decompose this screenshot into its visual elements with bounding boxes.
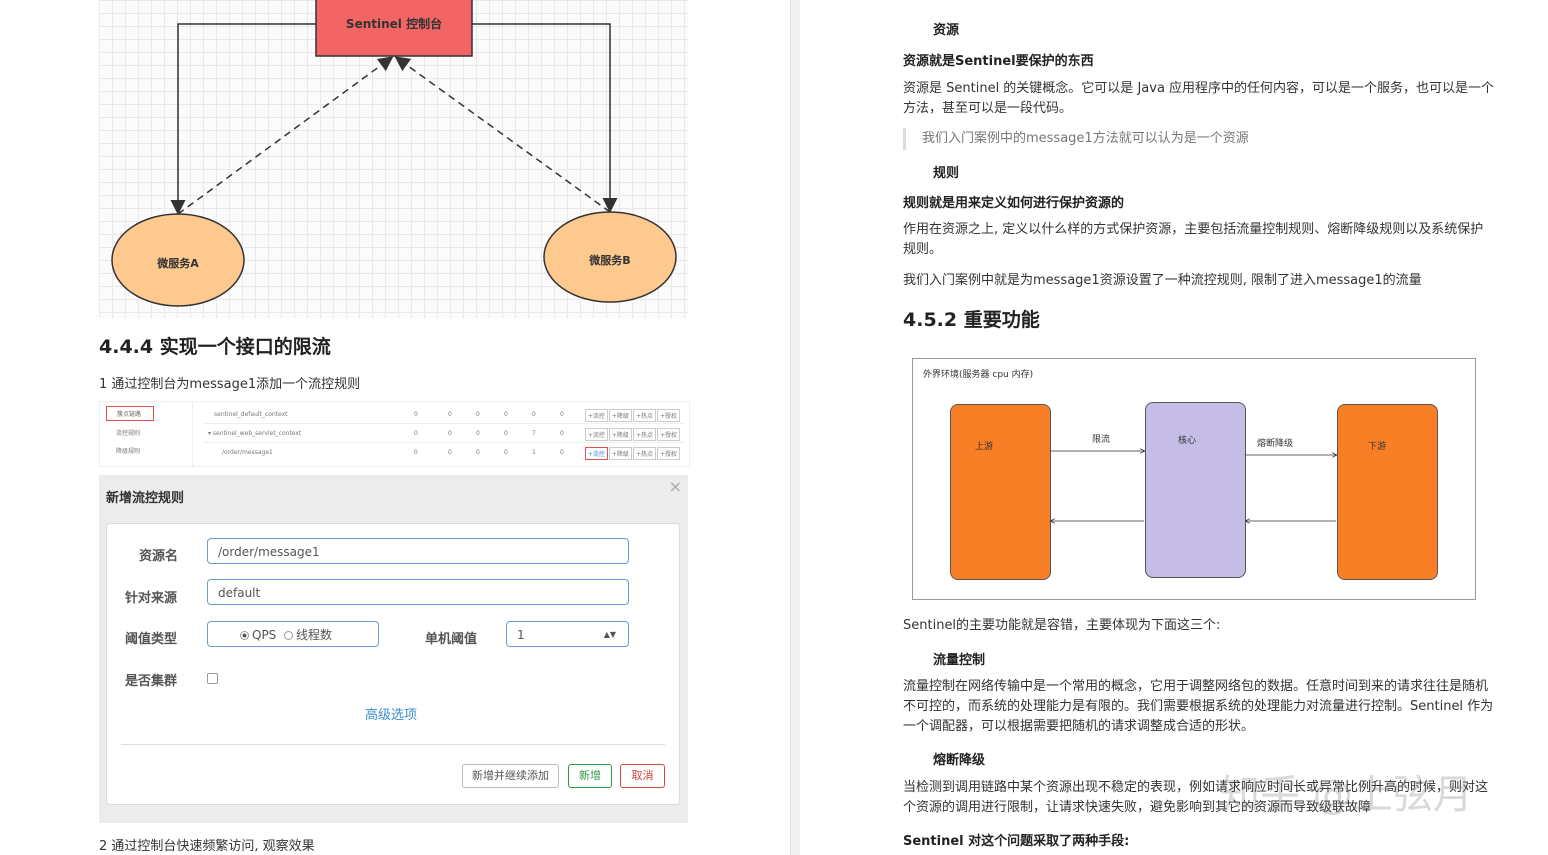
circuit-line1: 当检测到调用链路中某个资源出现不稳定的表现，例如请求响应时间长或异常比例升高的时… <box>903 780 1489 795</box>
rule-desc-line1: 作用在资源之上, 定义以什么样的方式保护资源，主要包括流量控制规则、熔断降级规则… <box>903 222 1484 237</box>
flow-rule-button[interactable]: +流控 <box>584 409 608 422</box>
divider <box>121 744 665 745</box>
auth-button[interactable]: +授权 <box>656 447 680 460</box>
degrade-label: 熔断降级 <box>1257 439 1294 449</box>
table-row: sentinel_default_context 0 0 0 0 0 0 +流控… <box>204 405 684 424</box>
rule-title: 规则 <box>933 166 960 181</box>
degrade-button[interactable]: +降级 <box>608 409 632 422</box>
flow-control-line2: 不可控的，而系统的处理能力是有限的。我们需要根据系统的处理能力对流量进行控制。S… <box>903 699 1494 714</box>
dialog-form: 资源名 /order/message1 针对来源 default 阈值类型 QP… <box>106 523 680 805</box>
environment-caption: 外界环境(服务器 cpu 内存) <box>923 370 1034 380</box>
page-divider <box>790 0 801 855</box>
source-label: 针对来源 <box>125 591 178 606</box>
table-row: /order/message1 0 0 0 0 1 0 +流控+降级+热点+授权 <box>204 443 684 461</box>
flow-rule-button[interactable]: +流控 <box>584 428 608 441</box>
core-box: 核心 <box>1145 402 1246 578</box>
qps-label: QPS <box>252 628 277 642</box>
threads-label: 线程数 <box>295 628 332 642</box>
auth-button[interactable]: +授权 <box>656 409 680 422</box>
quote-block: 我们入门案例中的message1方法就可以认为是一个资源 <box>903 128 1483 150</box>
rule-desc-line2: 规则。 <box>903 242 943 257</box>
source-input[interactable]: default <box>207 579 629 605</box>
table-row: ▾ sentinel_web_servlet_context 0 0 0 0 7… <box>204 424 684 443</box>
resource-desc-line2: 方法，甚至可以是一段代码。 <box>903 101 1073 116</box>
service-a-label: 微服务A <box>156 256 199 270</box>
resource-table-screenshot: 簇点链路 流控规则 降级规则 sentinel_default_context … <box>99 401 690 467</box>
rule-example: 我们入门案例中就是为message1资源设置了一种流控规则, 限制了进入mess… <box>903 273 1422 288</box>
mini-sidebar: 簇点链路 流控规则 降级规则 <box>100 402 193 466</box>
mini-sidebar-item[interactable]: 流控规则 <box>116 430 141 437</box>
threads-radio[interactable] <box>283 631 293 640</box>
flow-control-line3: 一个调配器，可以根据需要把随机的请求调整成合适的形状。 <box>903 719 1255 734</box>
add-button[interactable]: 新增 <box>568 764 612 788</box>
section-heading-452: 4.5.2 重要功能 <box>903 309 1040 331</box>
rule-bold-text: 规则就是用来定义如何进行保护资源的 <box>903 196 1125 211</box>
degrade-button[interactable]: +降级 <box>608 428 632 441</box>
console-box <box>315 0 473 57</box>
two-means-text: Sentinel 对这个问题采取了两种手段: <box>903 834 1130 849</box>
degrade-button[interactable]: +降级 <box>608 447 632 460</box>
console-label: Sentinel 控制台 <box>346 16 442 31</box>
resource-name-label: 资源名 <box>139 549 179 564</box>
threshold-type-label: 阈值类型 <box>125 632 178 647</box>
add-and-continue-button[interactable]: 新增并继续添加 <box>462 764 559 788</box>
hotspot-button[interactable]: +热点 <box>632 409 656 422</box>
cancel-button[interactable]: 取消 <box>620 764 665 788</box>
function-diagram: 外界环境(服务器 cpu 内存) 上游 核心 下游 限流 熔断降级 <box>912 358 1476 600</box>
intro-text: Sentinel的主要功能就是容错，主要体现为下面这三个: <box>903 618 1221 633</box>
single-threshold-input[interactable]: 1 ▲▼ <box>506 621 629 647</box>
new-flow-rule-dialog: 新增流控规则 × 资源名 /order/message1 针对来源 defaul… <box>99 475 688 823</box>
threshold-type-group: QPS 线程数 <box>207 621 379 647</box>
service-b-node <box>543 211 677 303</box>
cluster-label: 是否集群 <box>125 674 178 689</box>
flow-control-line1: 流量控制在网络传输中是一个常用的概念，它用于调整网络包的数据。任意时间到来的请求… <box>903 679 1489 694</box>
service-a-node <box>111 213 245 307</box>
auth-button[interactable]: +授权 <box>656 428 680 441</box>
spinner-icon[interactable]: ▲▼ <box>603 630 616 639</box>
flow-control-title: 流量控制 <box>933 653 986 668</box>
limit-label: 限流 <box>1092 435 1111 445</box>
resource-desc-line1: 资源是 Sentinel 的关键概念。它可以是 Java 应用程序中的任何内容，… <box>903 81 1495 96</box>
resource-name-input[interactable]: /order/message1 <box>207 538 629 564</box>
downstream-box: 下游 <box>1337 404 1438 580</box>
advanced-options-link[interactable]: 高级选项 <box>365 708 418 723</box>
section-heading-444: 4.4.4 实现一个接口的限流 <box>99 336 331 358</box>
left-page: Sentinel 控制台 微服务A 微服务B 4.4.4 实现一个接口的限流 1… <box>99 0 690 854</box>
hotspot-button[interactable]: +热点 <box>632 428 656 441</box>
dialog-title: 新增流控规则 <box>106 491 185 506</box>
circuit-line2: 个资源的调用进行限制，让请求快速失败，避免影响到其它的资源而导致级联故障 <box>903 800 1372 815</box>
mini-sidebar-item[interactable]: 簇点链路 <box>106 406 155 421</box>
cluster-checkbox[interactable] <box>207 673 218 684</box>
resource-bold-text: 资源就是Sentinel要保护的东西 <box>903 54 1094 69</box>
flow-rule-button[interactable]: +流控 <box>584 447 608 460</box>
upstream-box: 上游 <box>950 404 1051 580</box>
service-b-label: 微服务B <box>588 253 630 267</box>
single-threshold-label: 单机阈值 <box>425 632 478 647</box>
watermark: 知乎 @上弦月 <box>1220 772 1473 818</box>
step-2-text: 2 通过控制台快速频繁访问, 观察效果 <box>99 839 315 854</box>
hotspot-button[interactable]: +热点 <box>632 447 656 460</box>
architecture-diagram: Sentinel 控制台 微服务A 微服务B <box>99 0 688 318</box>
circuit-breaker-title: 熔断降级 <box>933 753 986 768</box>
close-icon[interactable]: × <box>668 477 682 496</box>
step-1-text: 1 通过控制台为message1添加一个流控规则 <box>99 377 361 392</box>
qps-radio[interactable] <box>240 631 249 640</box>
resource-title: 资源 <box>933 23 960 38</box>
mini-sidebar-item[interactable]: 降级规则 <box>116 448 141 455</box>
